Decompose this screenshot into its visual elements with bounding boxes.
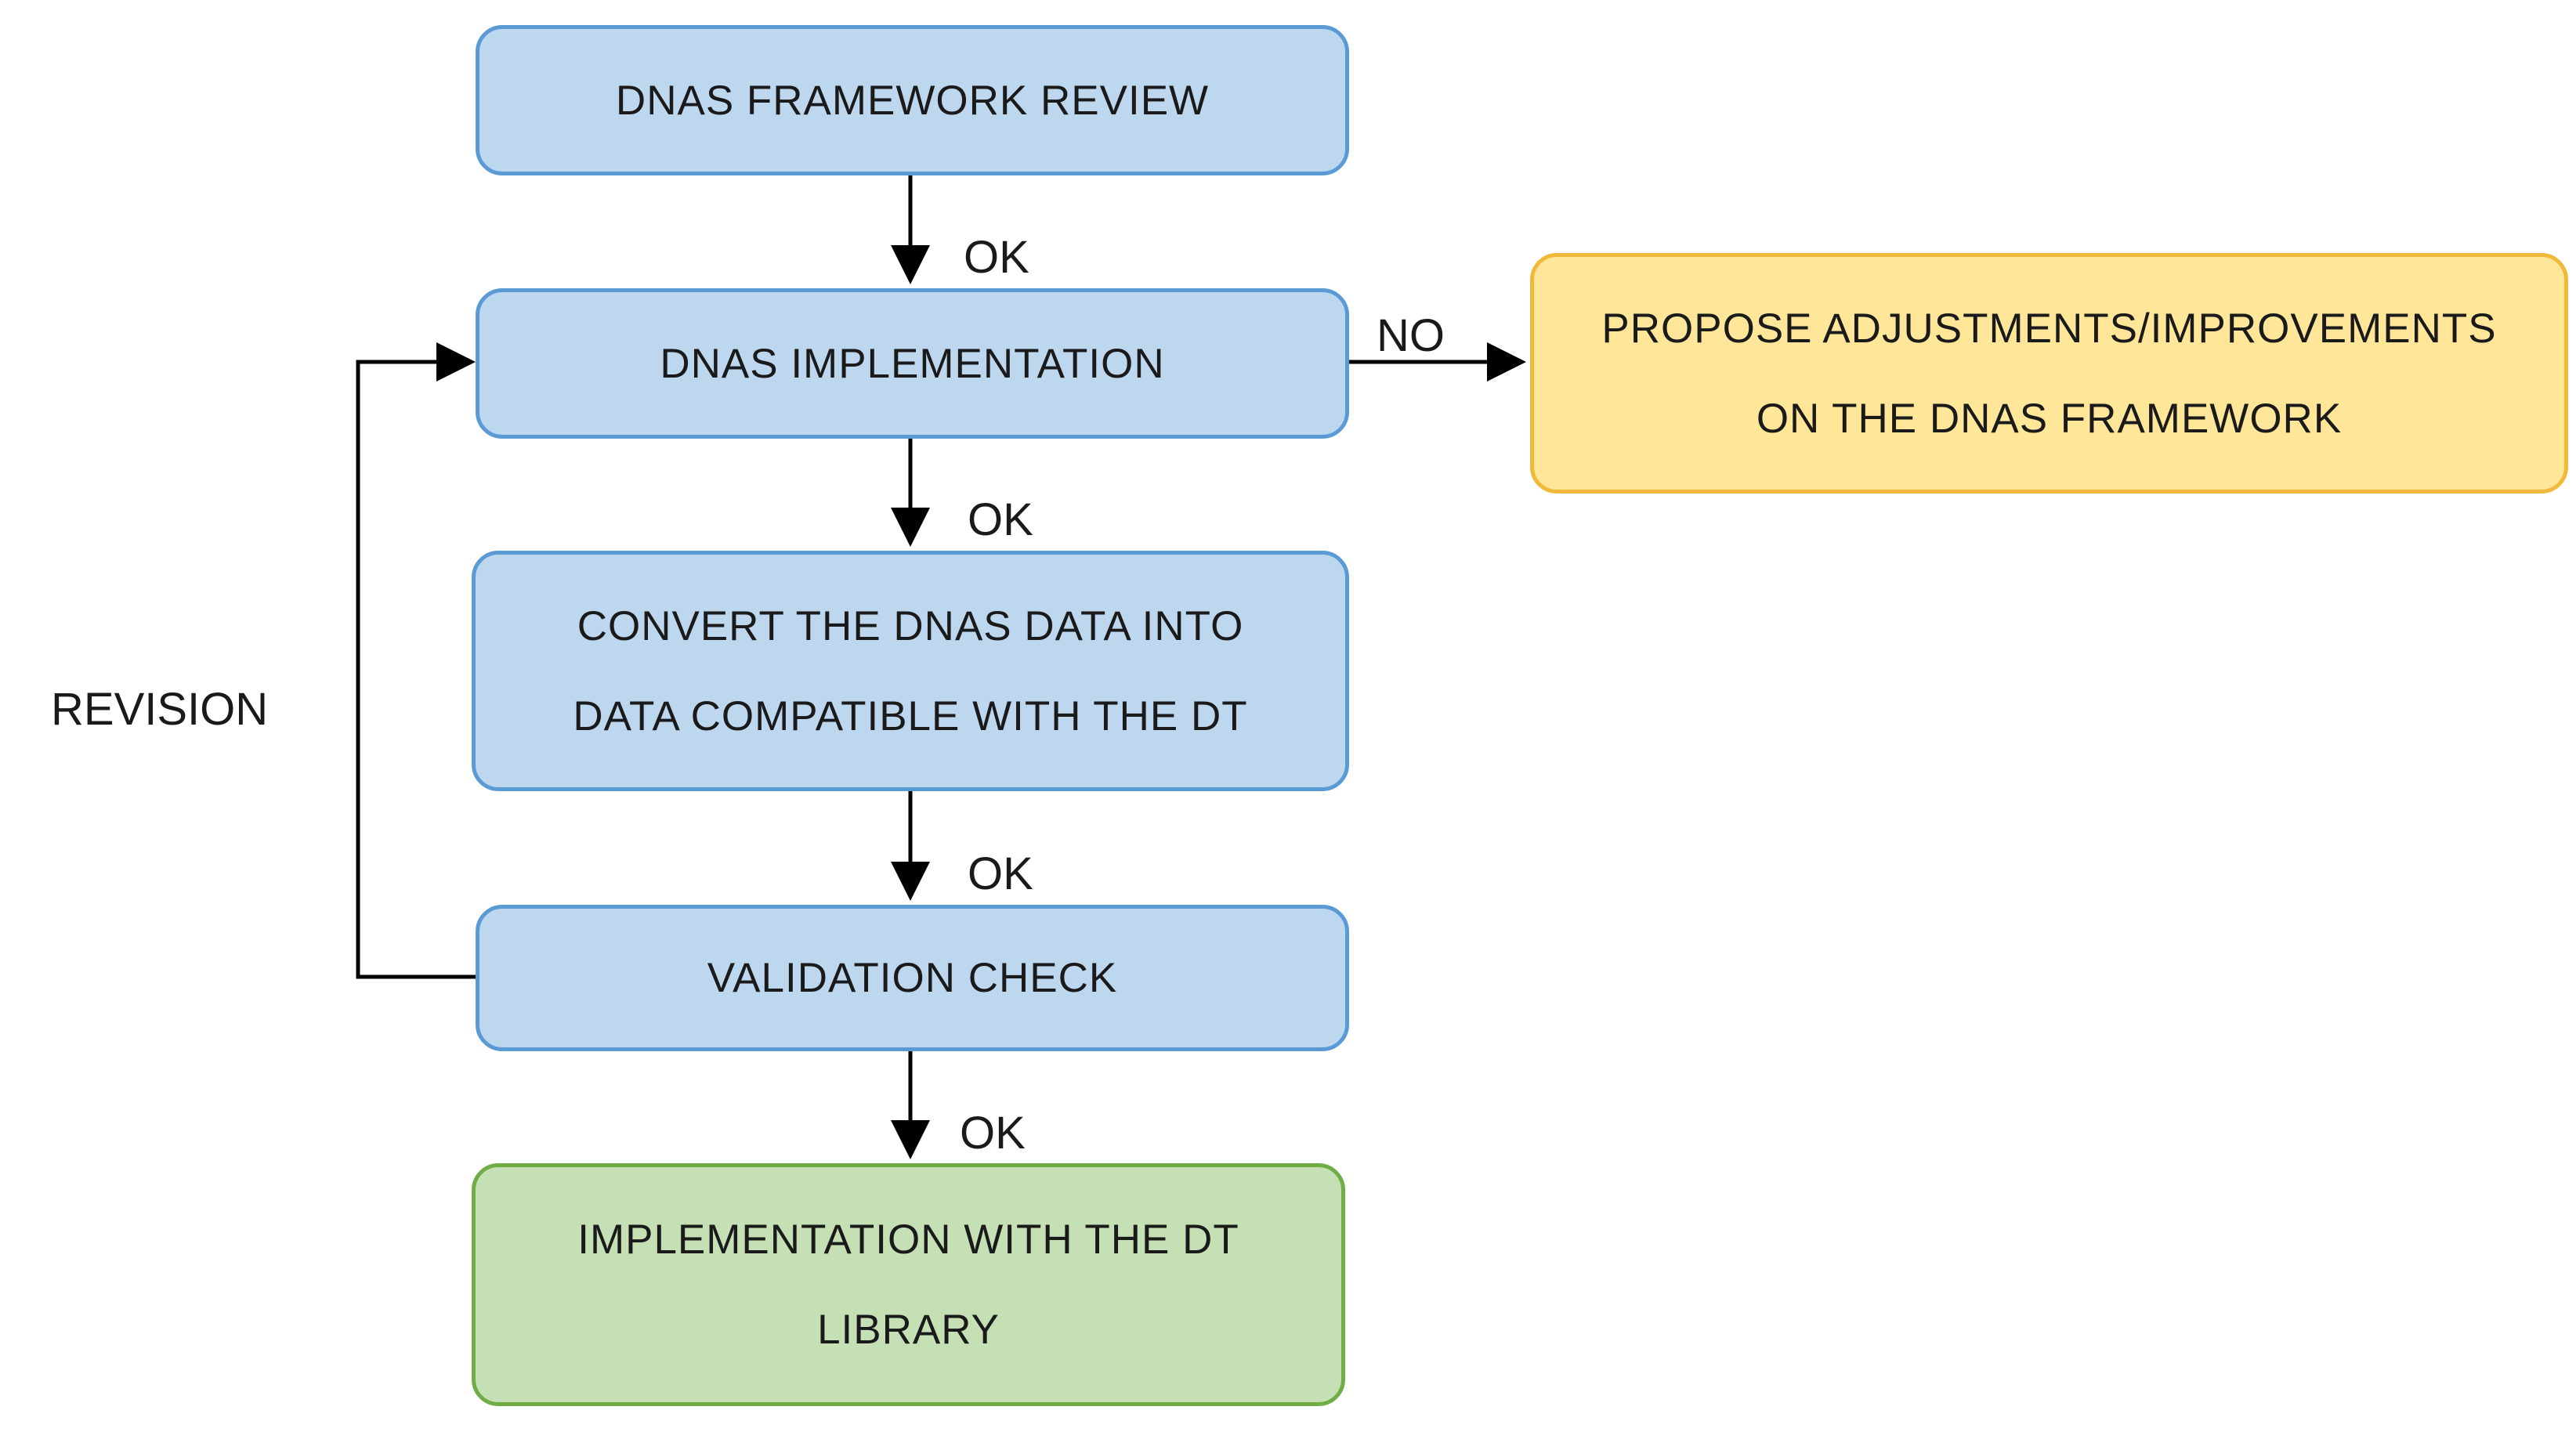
node-label-line-1: CONVERT THE DNAS DATA INTO xyxy=(577,602,1244,649)
edge-label-ok-1: OK xyxy=(964,232,1029,283)
edge-label-ok-3: OK xyxy=(968,848,1033,899)
node-label-line-2: ON THE DNAS FRAMEWORK xyxy=(1756,395,2343,442)
node-label-line-1: PROPOSE ADJUSTMENTS/IMPROVEMENTS xyxy=(1601,305,2497,352)
node-dnas-implementation: DNAS IMPLEMENTATION xyxy=(476,288,1349,439)
edge-label-ok-2: OK xyxy=(968,494,1033,545)
node-label-line-2: DATA COMPATIBLE WITH THE DT xyxy=(573,692,1248,739)
node-propose-adjustments: PROPOSE ADJUSTMENTS/IMPROVEMENTS ON THE … xyxy=(1530,253,2568,494)
node-label-line-1: IMPLEMENTATION WITH THE DT xyxy=(577,1217,1239,1263)
node-label: DNAS FRAMEWORK REVIEW xyxy=(615,77,1210,124)
node-label-line-2: LIBRARY xyxy=(817,1307,1000,1353)
edge-label-no: NO xyxy=(1377,310,1445,361)
node-validation-check: VALIDATION CHECK xyxy=(476,905,1349,1051)
edge-label-ok-4: OK xyxy=(960,1108,1026,1159)
edge-label-revision: REVISION xyxy=(51,684,269,735)
node-label: VALIDATION CHECK xyxy=(707,955,1118,1001)
arrow-revision-loop xyxy=(356,342,476,979)
node-convert-dnas-data: CONVERT THE DNAS DATA INTO DATA COMPATIB… xyxy=(472,551,1349,791)
node-implementation-dt-library: IMPLEMENTATION WITH THE DT LIBRARY xyxy=(472,1163,1345,1406)
node-label: DNAS IMPLEMENTATION xyxy=(660,340,1165,387)
node-dnas-framework-review: DNAS FRAMEWORK REVIEW xyxy=(476,25,1349,175)
